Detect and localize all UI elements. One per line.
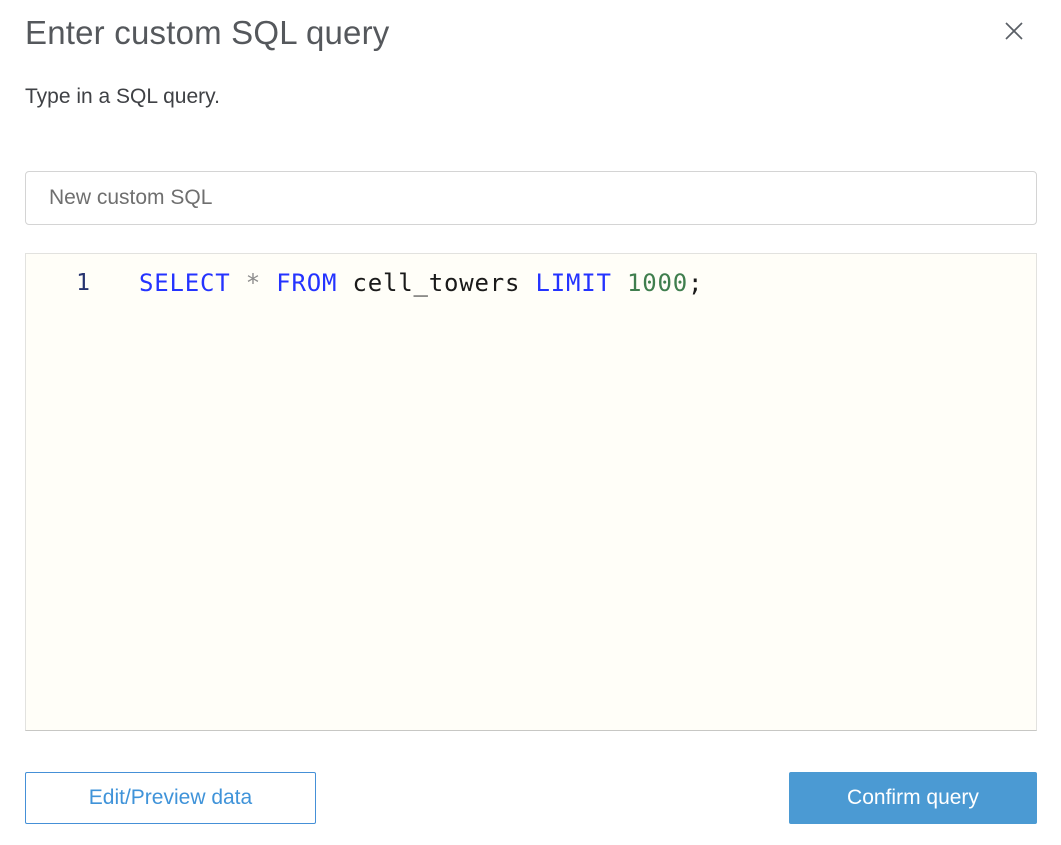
code-token-number: 1000 [627, 269, 688, 297]
code-token-plain: ; [688, 269, 704, 297]
close-icon [1003, 20, 1025, 45]
code-row: 1 SELECT * FROM cell_towers LIMIT 1000; [26, 254, 1036, 299]
code-line-tokens: SELECT * FROM cell_towers LIMIT 1000; [139, 267, 703, 299]
edit-preview-data-button[interactable]: Edit/Preview data [25, 772, 316, 824]
code-token-keyword: SELECT [139, 269, 231, 297]
line-number: 1 [76, 270, 90, 296]
code-token-operator: * [245, 269, 261, 297]
query-name-input[interactable] [25, 171, 1037, 225]
dialog-subtitle: Type in a SQL query. [25, 85, 220, 108]
code-token-plain: cell_towers [337, 269, 536, 297]
dialog-title: Enter custom SQL query [25, 14, 390, 51]
code-token-keyword: FROM [276, 269, 338, 297]
code-token-keyword: LIMIT [535, 269, 612, 297]
code-token-plain [612, 269, 627, 297]
confirm-query-button[interactable]: Confirm query [789, 772, 1037, 824]
sql-code-editor[interactable]: 1 SELECT * FROM cell_towers LIMIT 1000; [25, 253, 1037, 731]
close-button[interactable] [1001, 19, 1027, 45]
code-token-plain [231, 269, 246, 297]
code-token-plain [261, 269, 276, 297]
